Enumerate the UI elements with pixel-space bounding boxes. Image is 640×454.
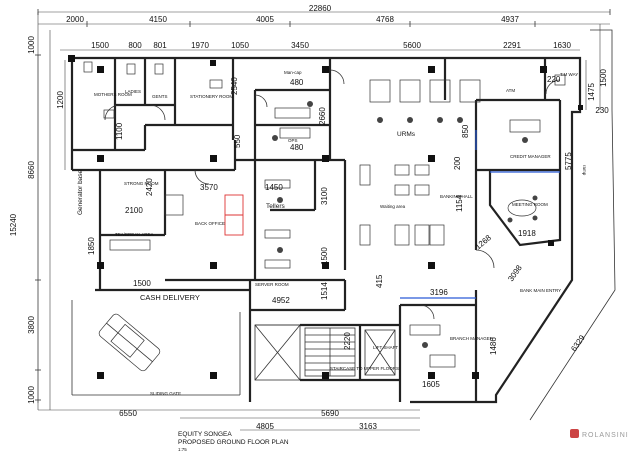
dim-row2-1: 1500 [91, 41, 109, 50]
dim-row2-9: 1630 [553, 41, 571, 50]
lift-shaft-box [364, 329, 396, 376]
dim-top-5: 4937 [501, 15, 519, 24]
dim-5775: 5775 [564, 152, 573, 170]
dim-1200: 1200 [56, 91, 65, 109]
dim-2660: 2660 [318, 107, 327, 125]
dim-1486: 1486 [489, 337, 498, 355]
label-ladies: LADIES [125, 89, 141, 94]
dimension-lines [35, 9, 611, 431]
watermark-text: ROLANSINI [582, 432, 629, 439]
title-line1: EQUITY SONGEA [178, 431, 232, 438]
label-atm: ATM [506, 88, 515, 93]
dim-220: 220 [547, 75, 561, 84]
dim-200: 200 [453, 156, 462, 170]
dim-row2-4: 1970 [191, 41, 209, 50]
dim-2540: 2540 [230, 77, 239, 95]
title-scale: 1:75 [178, 447, 187, 452]
structural-columns [68, 55, 583, 379]
label-staircase: STAIRCASE TO UPPER FLOORS [330, 366, 399, 371]
staircase-steps [254, 324, 356, 381]
dim-left-3: 3800 [27, 316, 36, 334]
door-swings [104, 69, 561, 320]
dim-top-3: 4005 [256, 15, 274, 24]
dim-2420: 2420 [145, 178, 154, 196]
label-generator-base: Generator base [77, 169, 84, 215]
dim-bottom-1: 6550 [119, 409, 137, 418]
label-waiting-area: Waiting area [380, 204, 406, 209]
dim-row2-3: 801 [153, 41, 167, 50]
dim-right-2: 1475 [587, 83, 596, 101]
label-branch-manager: BRANCH MANAGER [450, 336, 494, 341]
dim-bottom2-1: 4805 [256, 422, 274, 431]
dim-1850: 1850 [87, 237, 96, 255]
label-tellers: Tellers [266, 203, 286, 210]
label-lift-shaft: LIFT SHAFT [373, 345, 398, 350]
dim-right-3: 230 [595, 106, 609, 115]
dim-top-1: 2000 [66, 15, 84, 24]
dim-1918: 1918 [518, 229, 536, 238]
dim-1450: 1450 [265, 183, 283, 192]
interior-walls [72, 58, 562, 402]
dim-2100: 2100 [125, 206, 143, 215]
dim-480a: 480 [290, 78, 304, 87]
label-ramp: ramp [582, 165, 587, 176]
label-cash-delivery: CASH DELIVERY [140, 293, 200, 302]
label-sliding-gate: SLIDING GATE [150, 391, 181, 396]
dim-1500d: 1500 [320, 247, 329, 265]
dim-1514: 1514 [320, 282, 329, 300]
dim-row2-6: 3450 [291, 41, 309, 50]
label-banking-hall: BANKING HALL [440, 194, 473, 199]
dim-1605: 1605 [422, 380, 440, 389]
dim-1154: 1154 [455, 194, 464, 212]
glass-partitions [400, 130, 560, 299]
dim-1500c: 1500 [133, 279, 151, 288]
dim-left-2: 8660 [27, 161, 36, 179]
outer-walls [70, 29, 616, 421]
dim-top-2: 4150 [149, 15, 167, 24]
dim-top-4: 4768 [376, 15, 394, 24]
label-credit-manager: CREDIT MANAGER [510, 154, 551, 159]
label-gents: GENTS [152, 94, 168, 99]
label-mothers-room: MOTHERS ROOM [94, 92, 132, 97]
dim-2220: 2220 [343, 332, 352, 350]
dim-row2-5: 1050 [231, 41, 249, 50]
dim-3098: 3098 [506, 263, 524, 283]
label-meeting-room: MEETING ROOM [512, 202, 548, 207]
label-tm-way: T.M WAY [560, 72, 578, 77]
label-ops: OPS [288, 138, 298, 143]
label-strong-room: STRONG ROOM [124, 181, 159, 186]
dim-left-total: 15240 [9, 213, 18, 236]
dim-right-1: 1500 [599, 69, 608, 87]
dim-bottom2-2: 3163 [359, 422, 377, 431]
dim-row2-7: 5600 [403, 41, 421, 50]
dim-480b: 480 [290, 143, 304, 152]
watermark-logo-icon [570, 429, 579, 438]
dim-left-4: 1000 [27, 386, 36, 404]
dim-row2-2: 800 [128, 41, 142, 50]
dim-850: 850 [461, 124, 470, 138]
watermark: ROLANSINI [570, 429, 629, 439]
dim-top-total: 22860 [309, 4, 332, 13]
furniture [83, 61, 566, 372]
dim-4952: 4952 [272, 296, 290, 305]
label-back-office: BACK OFFICE [195, 221, 225, 226]
dim-row2-8: 2291 [503, 41, 521, 50]
label-server-room: SERVER ROOM [255, 282, 289, 287]
label-man-cap: Man-cap [284, 70, 302, 75]
dim-left-1: 1000 [27, 36, 36, 54]
label-stationery: STATIONERY ROOM [190, 94, 233, 99]
dim-3570: 3570 [200, 183, 218, 192]
dim-550: 550 [233, 134, 242, 148]
dim-3100: 3100 [320, 187, 329, 205]
label-urms: URMs [397, 131, 416, 138]
label-tea-break: TEA/BREAK AREA [115, 232, 154, 237]
dim-415: 415 [375, 274, 384, 288]
dim-1100: 1100 [115, 122, 124, 140]
dim-3196: 3196 [430, 288, 448, 297]
title-line2: PROPOSED GROUND FLOOR PLAN [178, 439, 289, 446]
label-bank-main-entry: BANK MAIN ENTRY [520, 288, 561, 293]
dim-bottom-2: 5690 [321, 409, 339, 418]
